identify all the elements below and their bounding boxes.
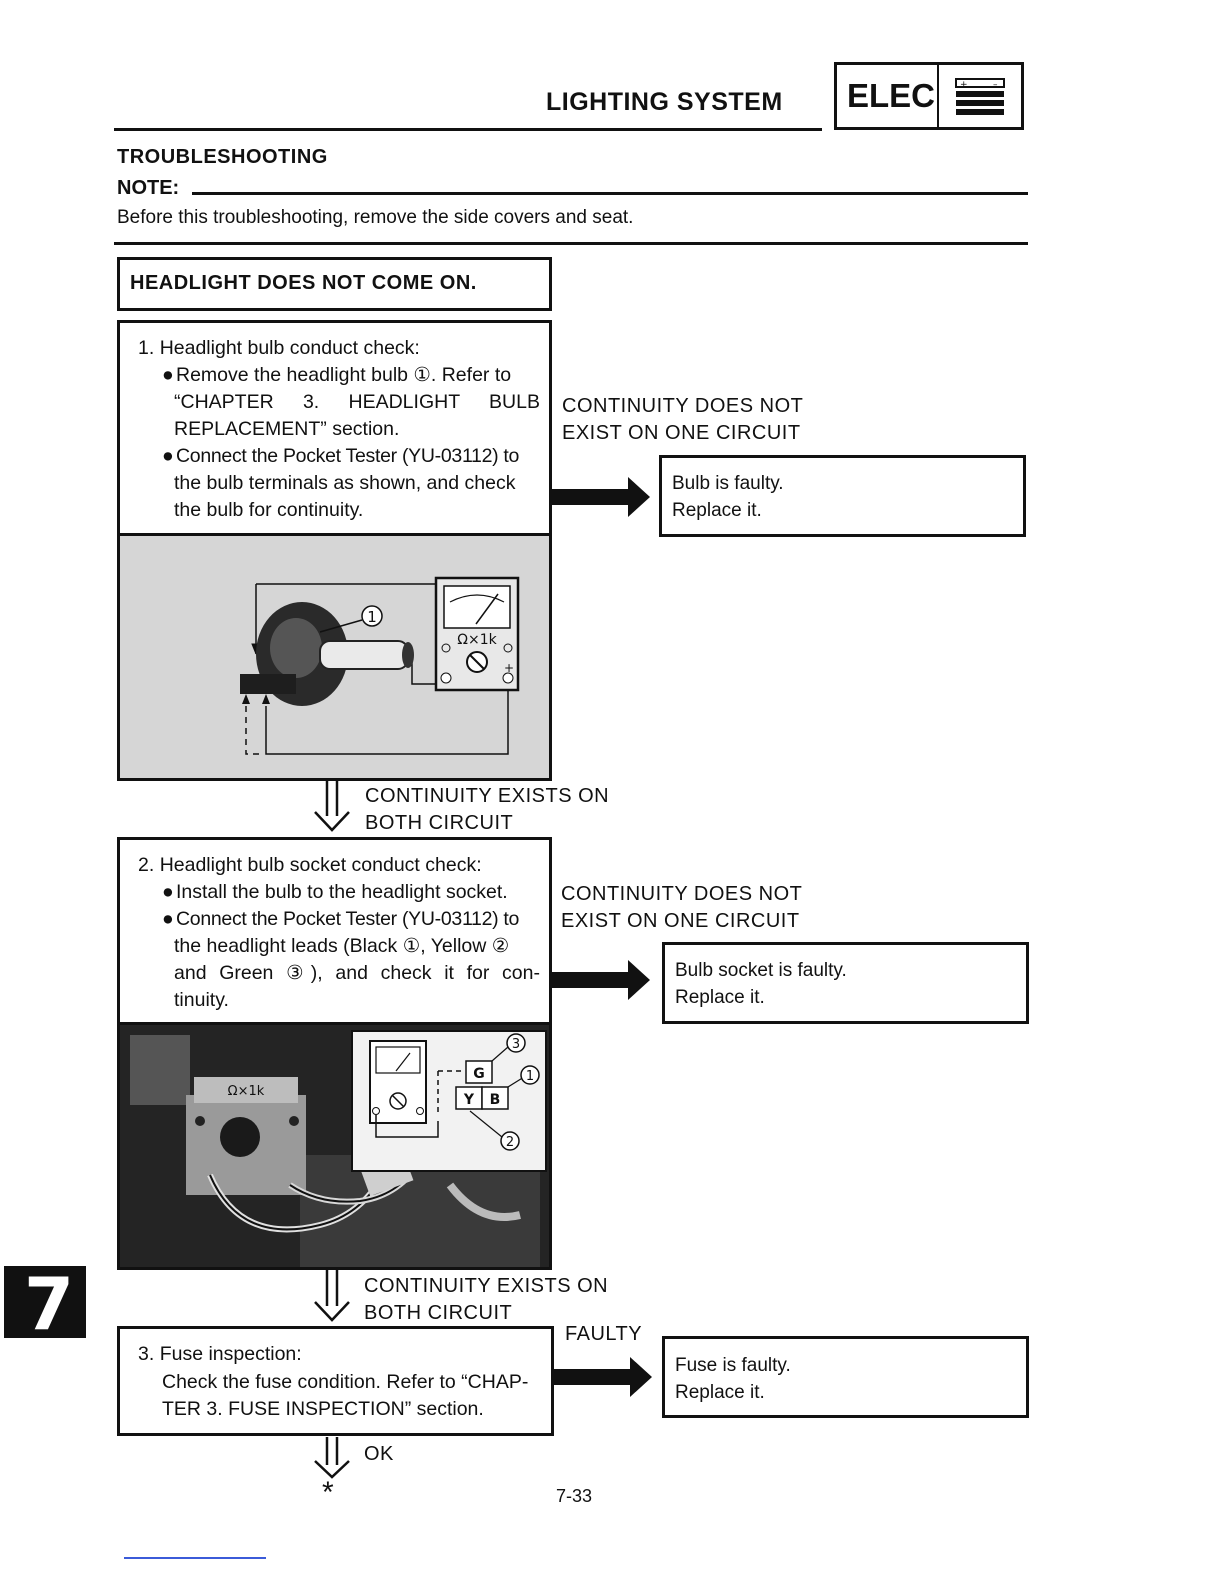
result-line: Fuse is faulty.	[675, 1352, 791, 1379]
step-2-bullet-1-line: Install the bulb to the headlight socket…	[176, 879, 508, 906]
step-1-bullet-2-line: the bulb terminals as shown, and check	[174, 470, 515, 497]
svg-text:+: +	[960, 80, 968, 90]
right-arrow-icon	[552, 960, 652, 1007]
bullet-icon: ●	[162, 443, 174, 470]
step-1-bullet-2-line: Connect the Pocket Tester (YU-03112) to	[176, 443, 519, 470]
step-3-fail-condition: FAULTY	[565, 1321, 642, 1348]
note-text: Before this troubleshooting, remove the …	[117, 207, 633, 229]
lead-g-label: G	[473, 1066, 485, 1082]
step-2-title: Headlight bulb socket conduct check:	[160, 854, 482, 876]
step-1-result-box: Bulb is faulty. Replace it.	[659, 455, 1026, 537]
bulb-callout: 1	[367, 608, 377, 626]
step-1-pass-condition: CONTINUITY EXISTS ON BOTH CIRCUIT	[365, 783, 609, 837]
step-3-heading: 3. Fuse inspection:	[138, 1341, 302, 1368]
socket-continuity-photo: Ω×1k G Y B 3 1 2	[120, 1025, 549, 1267]
note-label: NOTE:	[117, 177, 179, 200]
section-code-box: ELEC + –	[834, 62, 1024, 130]
lead-b-label: B	[490, 1092, 501, 1108]
header-rule	[114, 128, 822, 131]
step-3-line: Check the fuse condition. Refer to “CHAP…	[162, 1369, 528, 1396]
result-line: Replace it.	[675, 984, 765, 1011]
step-3-result-box: Fuse is faulty. Replace it.	[662, 1336, 1029, 1418]
step-2-result-box: Bulb socket is faulty. Replace it.	[662, 942, 1029, 1024]
step-1-number: 1.	[138, 337, 154, 359]
step-2-heading: 2. Headlight bulb socket conduct check:	[138, 852, 482, 879]
section-code-divider	[937, 65, 939, 127]
down-arrow-icon	[313, 1270, 353, 1327]
callout-3: 3	[512, 1037, 520, 1052]
step-3-number: 3.	[138, 1343, 154, 1365]
chapter-tab: 7	[4, 1266, 86, 1338]
section-code: ELEC	[847, 77, 935, 115]
condition-line: CONTINUITY DOES NOT	[561, 881, 802, 908]
condition-line: EXIST ON ONE CIRCUIT	[562, 420, 803, 447]
result-line: Bulb is faulty.	[672, 470, 784, 497]
note-end-rule	[114, 242, 1028, 245]
page-number: 7-33	[556, 1486, 592, 1507]
step-1-heading: 1. Headlight bulb conduct check:	[138, 335, 420, 362]
step-1-box: 1. Headlight bulb conduct check: ● Remov…	[117, 320, 552, 536]
step-1-title: Headlight bulb conduct check:	[160, 337, 420, 359]
callout-1: 1	[526, 1069, 534, 1084]
symptom-text: HEADLIGHT DOES NOT COME ON.	[130, 272, 477, 295]
chapter-number: 7	[24, 1262, 74, 1346]
result-line: Bulb socket is faulty.	[675, 957, 847, 984]
svg-text:+: +	[504, 661, 514, 675]
step-2-bullet-2-line: the headlight leads (Black ①, Yellow ②	[174, 933, 509, 960]
footer-link-rule	[124, 1557, 266, 1559]
step-2-bullet-2-line: and Green ③), and check it for con-	[174, 960, 540, 987]
step-2-bullet-2-line: tinuity.	[174, 987, 229, 1014]
right-arrow-icon	[552, 477, 652, 524]
result-line: Replace it.	[675, 1379, 765, 1406]
step-2-number: 2.	[138, 854, 154, 876]
condition-line: BOTH CIRCUIT	[365, 810, 609, 837]
continuation-mark: *	[322, 1476, 334, 1510]
step-3-pass-condition: OK	[364, 1441, 394, 1468]
section-title: TROUBLESHOOTING	[117, 146, 328, 169]
step-1-bullet-1-line: REPLACEMENT” section.	[174, 416, 399, 443]
down-arrow-icon	[313, 780, 353, 837]
step-2-fail-condition: CONTINUITY DOES NOT EXIST ON ONE CIRCUIT	[561, 881, 802, 935]
note-rule	[192, 192, 1028, 195]
step-2-bullet-2-line: Connect the Pocket Tester (YU-03112) to	[176, 906, 519, 933]
step-3-box: 3. Fuse inspection: Check the fuse condi…	[117, 1326, 554, 1436]
symptom-box: HEADLIGHT DOES NOT COME ON.	[117, 257, 552, 311]
step-2-box: 2. Headlight bulb socket conduct check: …	[117, 837, 552, 1025]
callout-2: 2	[506, 1135, 514, 1150]
step-1-fail-condition: CONTINUITY DOES NOT EXIST ON ONE CIRCUIT	[562, 393, 803, 447]
bullet-icon: ●	[162, 906, 174, 933]
battery-icon: + –	[953, 75, 1009, 126]
right-arrow-icon	[554, 1357, 654, 1404]
bulb-continuity-diagram: 1 Ω×1k +	[120, 536, 549, 778]
step-2-figure: Ω×1k G Y B 3 1 2	[117, 1022, 552, 1270]
condition-line: CONTINUITY DOES NOT	[562, 393, 803, 420]
step-2-pass-condition: CONTINUITY EXISTS ON BOTH CIRCUIT	[364, 1273, 608, 1327]
step-1-bullet-1-line: “CHAPTER 3. HEADLIGHT BULB	[174, 389, 540, 416]
condition-line: CONTINUITY EXISTS ON	[365, 783, 609, 810]
meter-range-label: Ω×1k	[457, 632, 497, 648]
step-1-bullet-2-line: the bulb for continuity.	[174, 497, 363, 524]
condition-line: EXIST ON ONE CIRCUIT	[561, 908, 802, 935]
page-header-title: LIGHTING SYSTEM	[546, 88, 783, 117]
step-3-title: Fuse inspection:	[160, 1343, 302, 1365]
step-1-bullet-1-line: Remove the headlight bulb ①. Refer to	[176, 362, 511, 389]
photo-meter-range: Ω×1k	[228, 1084, 265, 1099]
bullet-icon: ●	[162, 362, 174, 389]
lead-y-label: Y	[463, 1092, 475, 1108]
svg-text:–: –	[993, 80, 998, 90]
step-3-line: TER 3. FUSE INSPECTION” section.	[162, 1396, 484, 1423]
condition-line: CONTINUITY EXISTS ON	[364, 1273, 608, 1300]
bullet-icon: ●	[162, 879, 174, 906]
result-line: Replace it.	[672, 497, 762, 524]
step-1-figure: 1 Ω×1k +	[117, 533, 552, 781]
